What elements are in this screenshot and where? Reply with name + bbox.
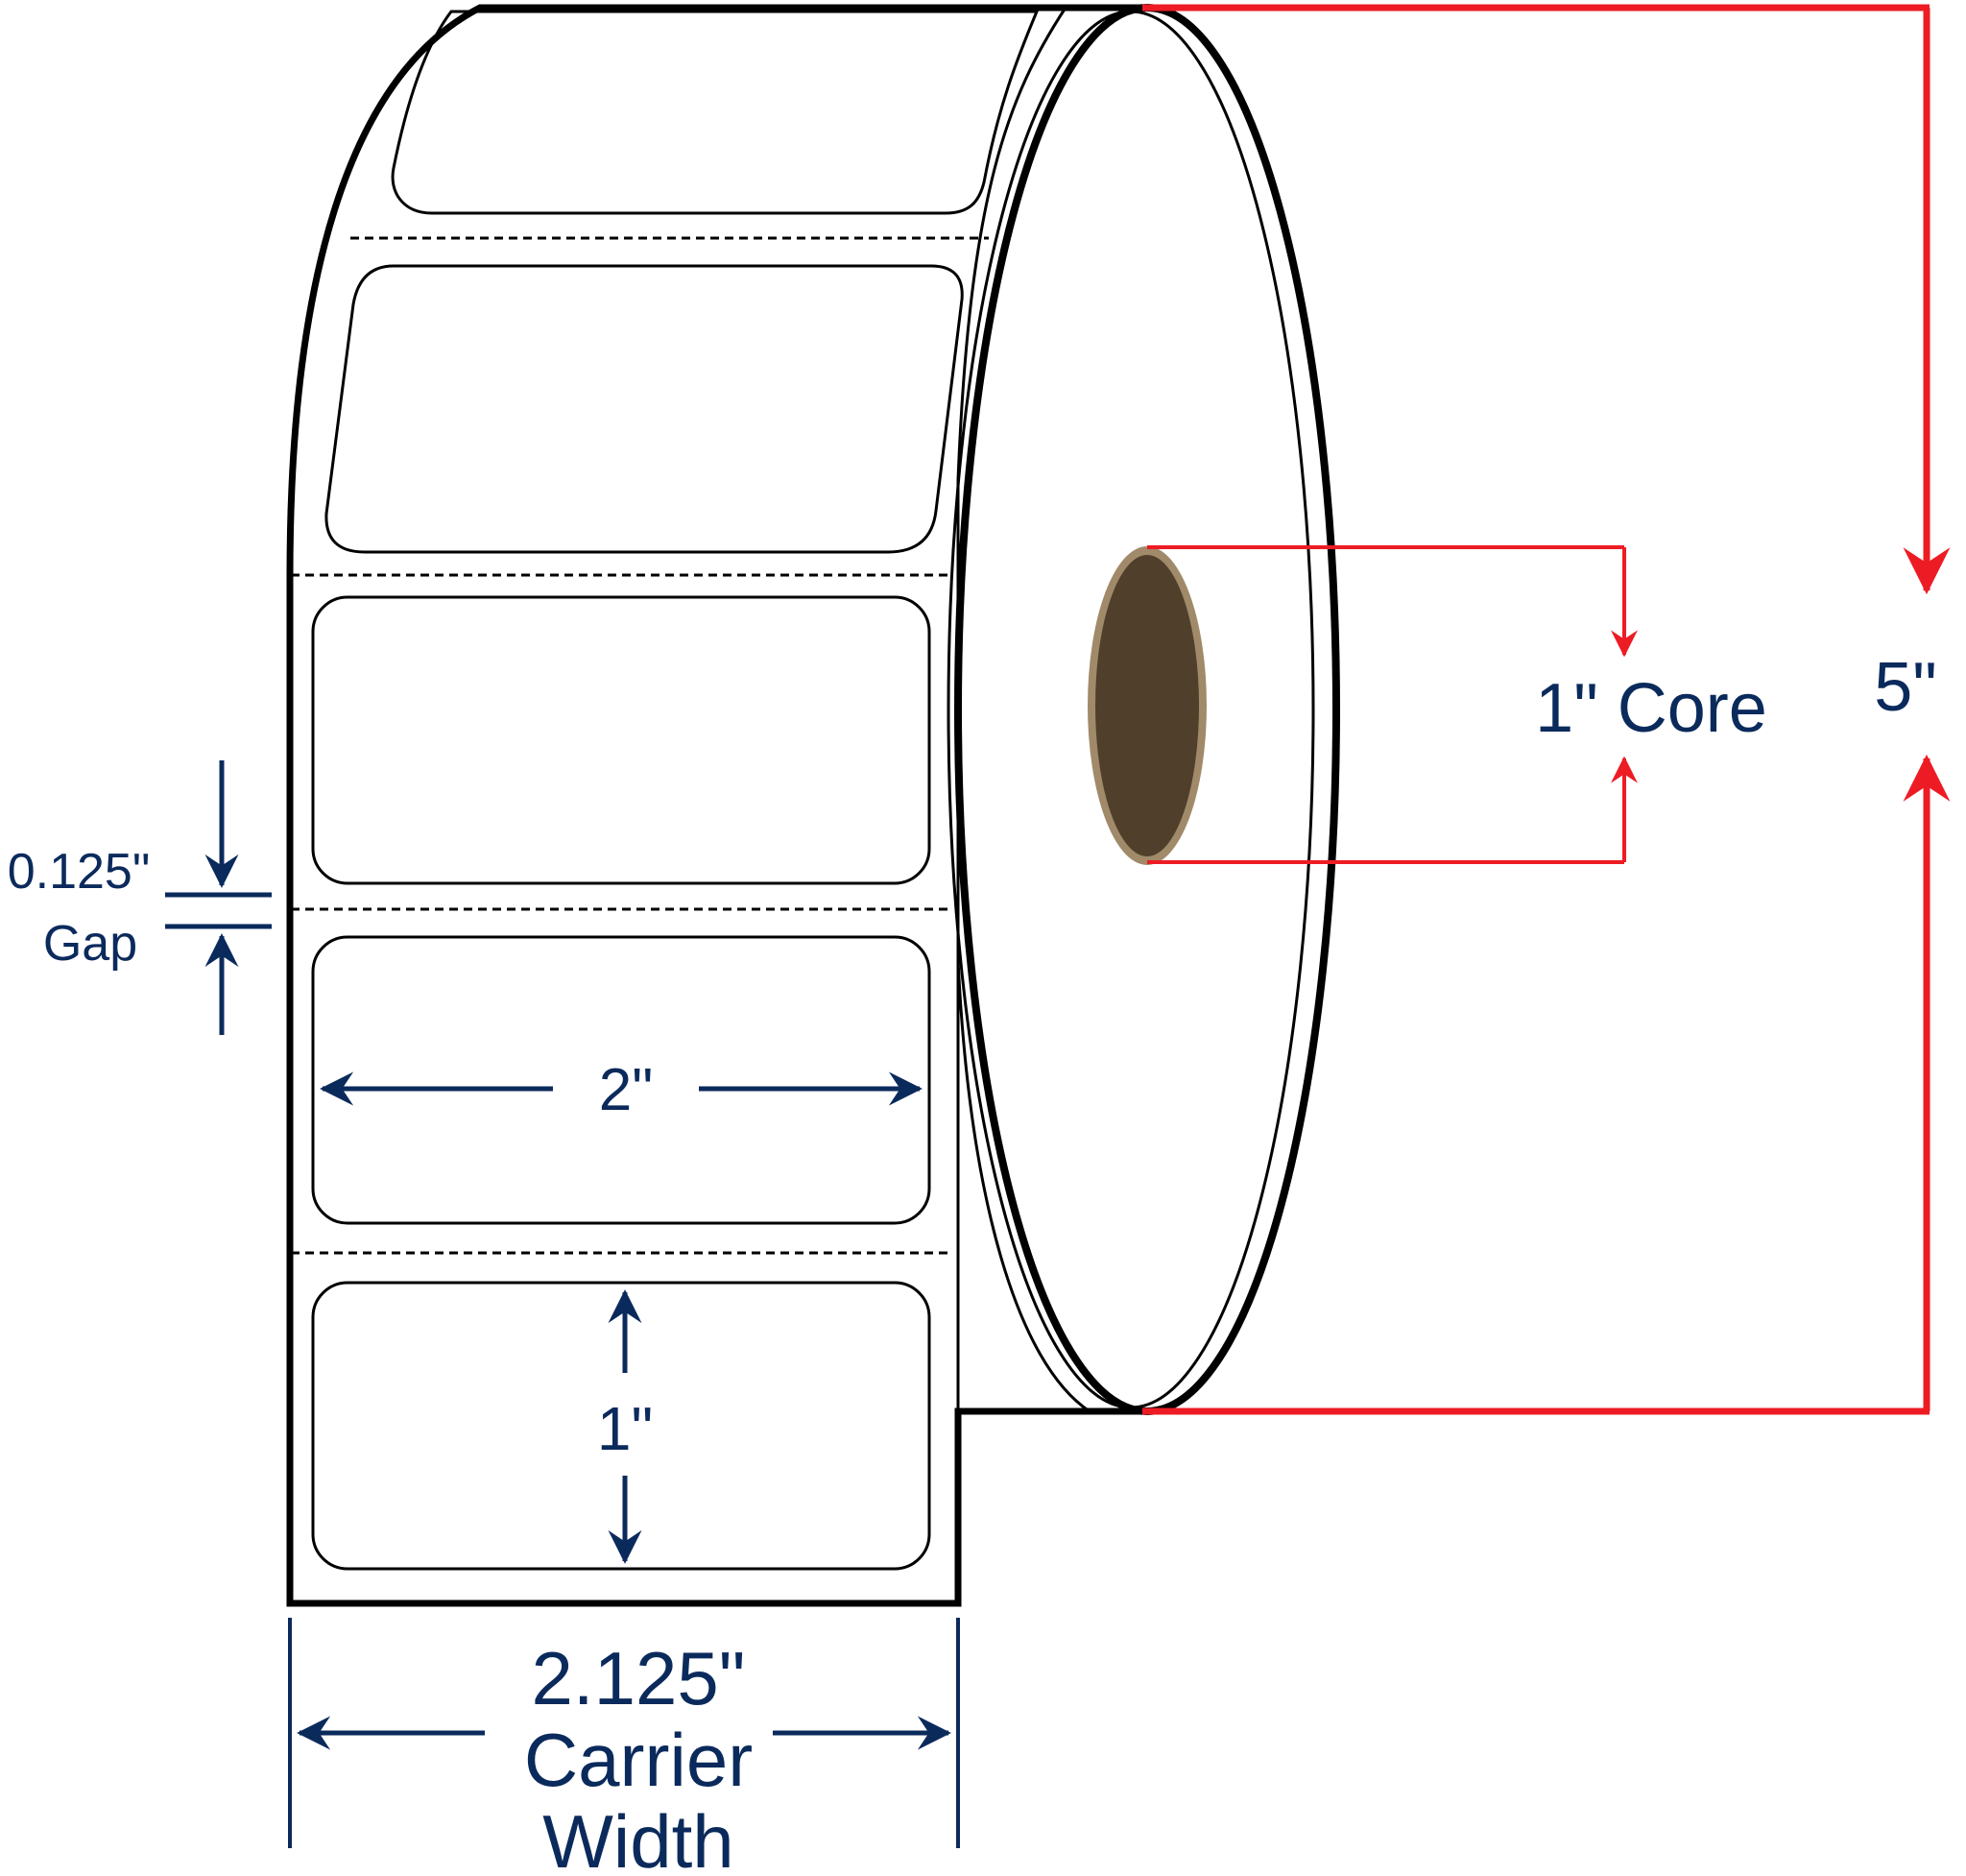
gap-dimension	[165, 760, 272, 1035]
gap-word-label: Gap	[43, 916, 137, 972]
label-strip	[291, 10, 1040, 1571]
carrier-width-line2: Width	[542, 1799, 733, 1876]
carrier-width-dimension	[288, 1618, 960, 1848]
roll-outer-shell	[286, 4, 1146, 1607]
label-2	[324, 264, 964, 554]
roll-body	[286, 4, 1146, 1607]
core-label: 1" Core	[1535, 670, 1767, 747]
carrier-width-value: 2.125"	[532, 1636, 746, 1720]
label-3	[311, 595, 931, 885]
label-height-text: 1"	[597, 1394, 653, 1463]
roll-diameter-dimension	[1142, 4, 1951, 1415]
carrier-width-line1: Carrier	[524, 1718, 753, 1802]
label-width-text: 2"	[599, 1057, 654, 1123]
label-top-curved	[391, 10, 1040, 215]
label-4	[311, 935, 931, 1225]
core-hole	[1095, 555, 1199, 856]
gap-value-label: 0.125"	[8, 844, 151, 900]
roll-diameter-label: 5"	[1874, 649, 1937, 726]
roll-face-inner-ring	[947, 10, 1315, 1409]
roll-inner-edge	[956, 7, 1067, 1411]
core-dimension	[1147, 545, 1638, 864]
roll-edge-line-lower	[956, 959, 1091, 1413]
label-5	[311, 1281, 931, 1571]
